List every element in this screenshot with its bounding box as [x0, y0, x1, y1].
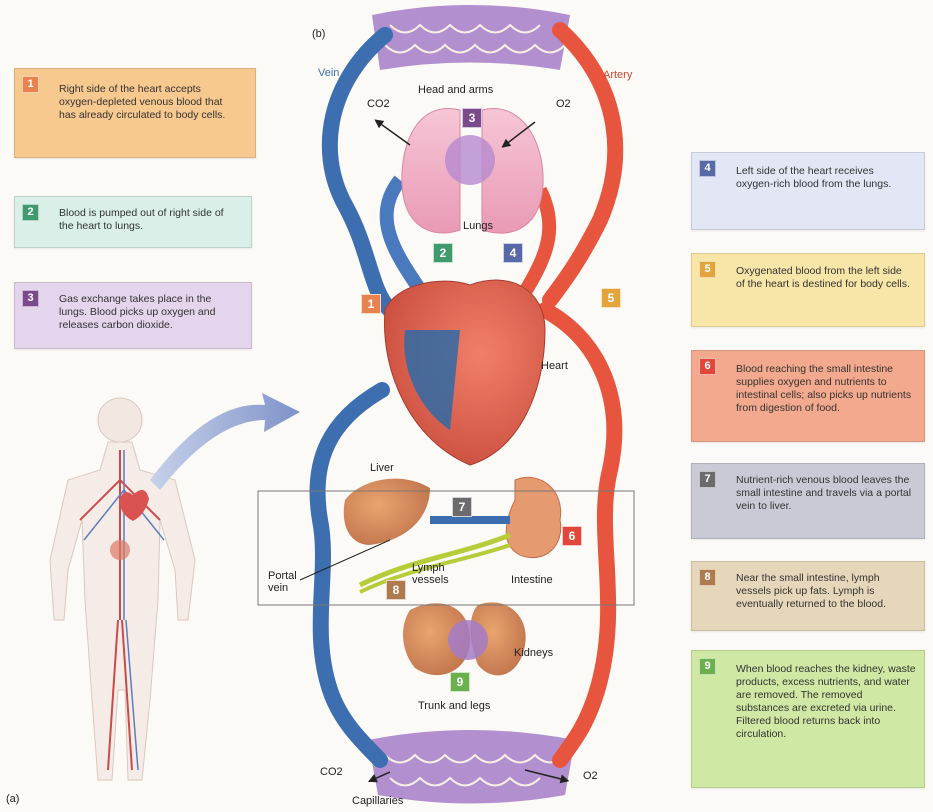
artery-label: Artery	[603, 69, 632, 81]
liver-shape	[344, 479, 430, 545]
co2-top-label: CO2	[367, 98, 390, 110]
step-box-4: 4 Left side of the heart receives oxygen…	[691, 152, 925, 230]
diagram-tag-5: 5	[601, 288, 621, 308]
trunk-legs-label: Trunk and legs	[418, 700, 490, 712]
step-box-8: 8 Near the small intestine, lymph vessel…	[691, 561, 925, 631]
step-text-6: Blood reaching the small intestine suppl…	[736, 363, 916, 415]
vein-label: Vein	[318, 67, 339, 79]
diagram-tag-7: 7	[452, 497, 472, 517]
liver-label: Liver	[370, 462, 394, 474]
diagram-tag-4: 4	[503, 243, 523, 263]
step-text-2: Blood is pumped out of right side of the…	[59, 207, 235, 233]
step-box-3: 3 Gas exchange takes place in the lungs.…	[14, 282, 252, 349]
step-text-5: Oxygenated blood from the left side of t…	[736, 265, 912, 291]
step-text-1: Right side of the heart accepts oxygen-d…	[59, 83, 235, 122]
intestine-shape	[506, 477, 561, 557]
diagram-tag-2: 2	[433, 243, 453, 263]
step-box-2: 2 Blood is pumped out of right side of t…	[14, 196, 252, 248]
step-number-7: 7	[699, 471, 716, 488]
panel-label-a: (a)	[6, 793, 19, 805]
diagram-tag-6: 6	[562, 526, 582, 546]
capillaries-label: Capillaries	[352, 795, 403, 807]
kidneys-label: Kidneys	[514, 647, 553, 659]
diagram-tag-3: 3	[462, 108, 482, 128]
step-box-9: 9 When blood reaches the kidney, waste p…	[691, 650, 925, 788]
step-box-7: 7 Nutrient-rich venous blood leaves the …	[691, 463, 925, 539]
panel-label-b: (b)	[312, 28, 325, 40]
diagram-tag-9: 9	[450, 672, 470, 692]
intestine-label: Intestine	[511, 574, 553, 586]
co2-bottom-label: CO2	[320, 766, 343, 778]
lungs-label: Lungs	[463, 220, 493, 232]
step-number-2: 2	[22, 204, 39, 221]
step-text-8: Near the small intestine, lymph vessels …	[736, 572, 916, 611]
step-box-6: 6 Blood reaching the small intestine sup…	[691, 350, 925, 442]
vein-path	[318, 35, 390, 760]
step-number-6: 6	[699, 358, 716, 375]
step-box-1: 1 Right side of the heart accepts oxygen…	[14, 68, 256, 158]
step-text-3: Gas exchange takes place in the lungs. B…	[59, 293, 239, 332]
artery-path	[545, 30, 615, 760]
heart-label: Heart	[541, 360, 568, 372]
step-box-5: 5 Oxygenated blood from the left side of…	[691, 253, 925, 327]
step-number-3: 3	[22, 290, 39, 307]
zoom-arrow	[150, 393, 300, 490]
step-number-8: 8	[699, 569, 716, 586]
o2-top-label: O2	[556, 98, 571, 110]
step-text-4: Left side of the heart receives oxygen-r…	[736, 165, 906, 191]
portal-vein-label: Portal vein	[268, 570, 297, 594]
diagram-tag-1: 1	[361, 294, 381, 314]
step-number-5: 5	[699, 261, 716, 278]
lymph-vessels-label: Lymph vessels	[412, 562, 449, 586]
heart-shape	[384, 280, 545, 465]
step-number-9: 9	[699, 658, 716, 675]
o2-bottom-label: O2	[583, 770, 598, 782]
step-number-1: 1	[22, 76, 39, 93]
head-arms-label: Head and arms	[418, 84, 493, 96]
step-number-4: 4	[699, 160, 716, 177]
step-text-9: When blood reaches the kidney, waste pro…	[736, 663, 916, 741]
diagram-tag-8: 8	[386, 580, 406, 600]
step-text-7: Nutrient-rich venous blood leaves the sm…	[736, 474, 916, 513]
